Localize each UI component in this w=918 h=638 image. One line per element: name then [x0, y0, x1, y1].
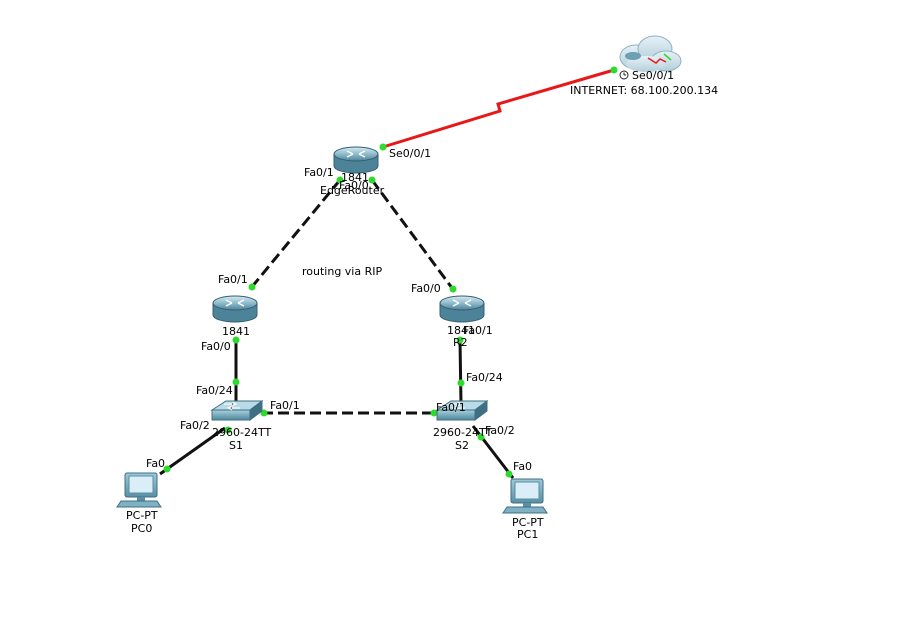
port-dot [430, 409, 438, 417]
port-dot [232, 336, 240, 344]
links [159, 68, 615, 479]
ethernet-link-r2-s2[interactable] [458, 339, 463, 405]
internet-cloud[interactable]: Se0/0/1 INTERNET: 68.100.200.134 [570, 35, 718, 97]
router-r1[interactable]: 1841 Fa0/1 Fa0/0 [201, 273, 258, 353]
router-icon [212, 295, 258, 323]
r1-port-bottom: Fa0/0 [201, 340, 231, 353]
edge-router-model: 1841 [341, 171, 369, 184]
port-dot [248, 283, 256, 291]
router-icon [439, 295, 485, 323]
pc-icon [116, 472, 162, 508]
s1-model: 2960-24TT [212, 426, 271, 439]
pc0-port: Fa0 [146, 457, 165, 470]
s2-port-top: Fa0/24 [466, 371, 503, 384]
port-dot [336, 176, 344, 184]
router-r2[interactable]: 1841 R2 Fa0/0 Fa0/1 [411, 282, 493, 349]
edge-router-port-fa1: Fa0/1 [304, 166, 334, 179]
pc1-port: Fa0 [513, 460, 532, 473]
edge-router-port-fa0: Fa0/0 [339, 179, 369, 192]
internet-port-label: Se0/0/1 [632, 69, 674, 82]
internet-label: INTERNET: 68.100.200.134 [570, 84, 718, 97]
port-dot [232, 378, 240, 386]
r1-port-top: Fa0/1 [218, 273, 248, 286]
router-icon [333, 146, 379, 174]
port-dot [224, 426, 232, 434]
r2-port-bottom: Fa0/1 [463, 324, 493, 337]
port-dot [505, 470, 513, 478]
routing-note: routing via RIP [302, 265, 382, 278]
s2-model: 2960-24TT [433, 426, 492, 439]
edge-router[interactable]: 1841 EdgeRouter Se0/0/1 Fa0/1 Fa0/0 [304, 146, 431, 197]
ethernet-link-s1-pc0[interactable] [159, 426, 226, 476]
edge-router-port-serial: Se0/0/1 [389, 147, 431, 160]
cloud-icon [619, 35, 682, 72]
r2-port-top: Fa0/0 [411, 282, 441, 295]
pc-icon [502, 478, 548, 514]
edge-router-name: EdgeRouter [320, 184, 385, 197]
switch-s2[interactable]: 2960-24TT S2 Fa0/24 Fa0/1 Fa0/2 [433, 371, 515, 452]
s1-port-left: Fa0/2 [180, 419, 210, 432]
port-dot [449, 285, 457, 293]
port-dot [368, 176, 376, 184]
pc-pc1[interactable]: PC-PT PC1 Fa0 [502, 460, 548, 541]
switch-s1[interactable]: 2960-24TT S1 Fa0/24 Fa0/1 Fa0/2 [180, 384, 300, 452]
s2-port-left: Fa0/1 [436, 401, 466, 414]
r1-model: 1841 [222, 325, 250, 338]
pc0-name: PC0 [131, 522, 152, 535]
r2-model: 1841 [447, 324, 475, 337]
port-dot [163, 465, 171, 473]
ethernet-link-edge-r1[interactable] [249, 179, 342, 289]
r2-name: R2 [453, 336, 468, 349]
port-status-dots [163, 66, 618, 478]
ethernet-link-edge-r2[interactable] [370, 179, 457, 293]
switch-icon [435, 400, 489, 421]
pc-pc0[interactable]: PC-PT PC0 Fa0 [116, 457, 165, 535]
clock-icon [619, 70, 629, 80]
s1-port-right: Fa0/1 [270, 399, 300, 412]
s2-name: S2 [455, 439, 469, 452]
port-dot [477, 433, 485, 441]
port-dot [456, 336, 464, 344]
s2-port-right: Fa0/2 [485, 424, 515, 437]
s1-name: S1 [229, 439, 243, 452]
pc1-model: PC-PT [512, 516, 544, 529]
pc0-model: PC-PT [126, 509, 158, 522]
serial-link-internet[interactable] [382, 68, 615, 149]
s1-port-top: Fa0/24 [196, 384, 233, 397]
port-dot [610, 66, 618, 74]
switch-icon [210, 400, 264, 421]
pc1-name: PC1 [517, 528, 538, 541]
port-dot [379, 143, 387, 151]
port-dot [457, 379, 465, 387]
